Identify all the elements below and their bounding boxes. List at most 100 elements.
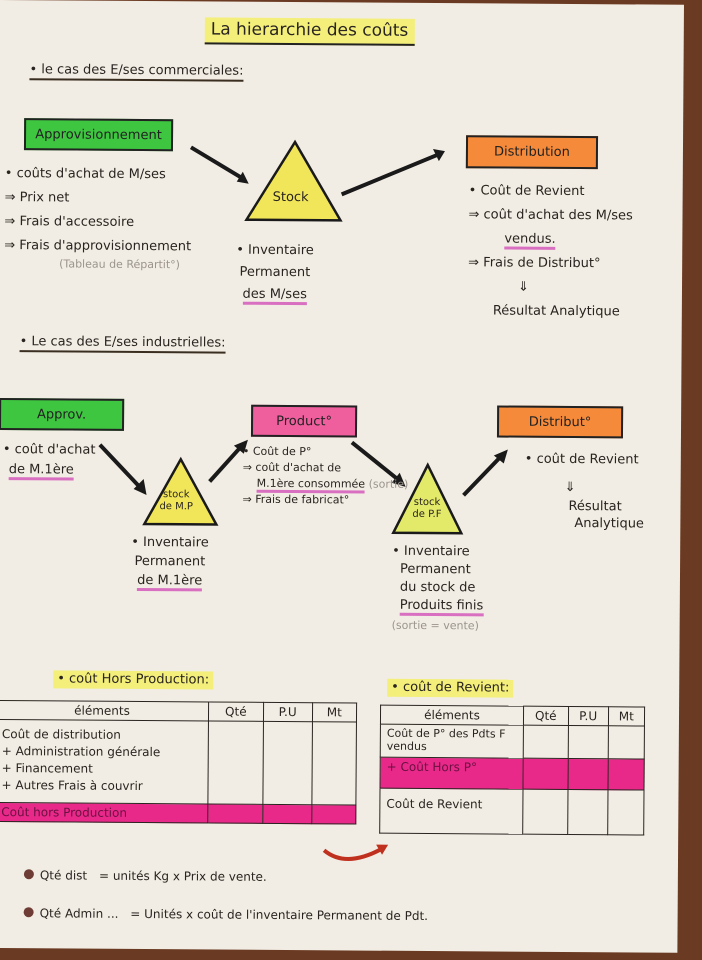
table-header: éléments Qté P.U Mt [0, 700, 357, 723]
list-item: • coût d'achat [2, 442, 96, 458]
list-item: ⇒ Frais de Distribut° [468, 255, 601, 272]
arrow-head-icon [236, 171, 249, 184]
stock-pf-label: stock de P.F [412, 497, 441, 521]
list-item: • coût de Revient [524, 451, 639, 468]
note-line: • Inventaire [392, 543, 470, 560]
arrow-icon [98, 443, 144, 491]
label-line: stock [162, 489, 190, 501]
note-line: Produits finis [399, 597, 484, 617]
empty-cell [207, 803, 263, 824]
result-line: Analytique [574, 516, 645, 532]
revient-table: éléments Qté P.U Mt Coût de P° des Pdts … [379, 705, 645, 836]
column-header: P.U [568, 706, 609, 726]
note-line: Permanent [134, 553, 206, 570]
result-label: Résultat Analytique [492, 303, 620, 320]
formula-lhs: Qté dist [39, 868, 88, 883]
arrow-icon [208, 444, 244, 483]
label-line: stock [413, 496, 441, 509]
notebook-page: La hierarchie des coûts • le cas des E/s… [0, 0, 684, 953]
formula-dist: Qté dist = unités Kg x Prix de vente. [23, 868, 267, 885]
stock-pf-triangle-icon [391, 462, 464, 535]
distribution-list: • Coût de Revient ⇒ coût d'achat des M/s… [468, 179, 633, 324]
note-line: • Inventaire [131, 534, 209, 551]
empty-cell [567, 758, 608, 790]
stock-mp-note: • Inventaire Permanent de M.1ère [131, 533, 209, 592]
distribution-list-2: • coût de Revient ⇓ Résultat Analytique [524, 450, 644, 533]
empty-cell [522, 789, 568, 835]
column-header: éléments [380, 705, 524, 726]
bullet-icon [23, 869, 34, 880]
empty-cell [607, 758, 645, 791]
stock-mp-label: stock de M.P [159, 489, 193, 513]
stock-note: • Inventaire Permanent des M/ses [236, 240, 314, 307]
approvisionnement-list: • coûts d'achat de M/ses ⇒ Prix net ⇒ Fr… [4, 162, 192, 271]
approvisionnement-box: Approvisionnement [23, 118, 174, 152]
stock-pf-note: • Inventaire Permanent du stock de Produ… [392, 543, 484, 636]
note-line: des M/ses [242, 286, 307, 306]
empty-cell [311, 721, 357, 806]
column-header: Mt [312, 702, 357, 723]
row-label: Coût hors Production [0, 802, 208, 823]
hors-production-table: éléments Qté P.U Mt Coût de distribution… [0, 700, 357, 825]
formula-rhs: = unités Kg x Prix de vente. [98, 868, 267, 884]
list-item: ⇒ Prix net [4, 190, 70, 206]
list-item: vendus. [504, 231, 556, 250]
bullet-icon [23, 907, 34, 918]
empty-cell [523, 758, 568, 790]
table-row: Coût de distribution + Administration gé… [0, 719, 357, 806]
table-total-row: Coût hors Production [0, 802, 356, 825]
column-header: éléments [0, 700, 209, 721]
arrow-head-icon [233, 439, 248, 454]
empty-cell [207, 720, 264, 805]
result-line: Résultat [568, 498, 622, 515]
table-row: Coût de Revient [379, 788, 645, 836]
list-item: • coûts d'achat de M/ses [4, 166, 166, 183]
page-title: La hierarchie des coûts [204, 17, 415, 47]
stock-label: Stock [272, 189, 309, 206]
section-commercial-heading: • le cas des E/ses commerciales: [29, 62, 244, 82]
note: (sortie) [368, 477, 409, 491]
note: (Tableau de Répartit°) [59, 257, 181, 272]
empty-cell [567, 725, 609, 759]
note: (sortie = vente) [391, 618, 479, 633]
arrow-head-icon [391, 472, 406, 487]
down-arrow-icon: ⇓ [564, 479, 576, 496]
stock-triangle-icon [244, 139, 343, 222]
arrow-head-icon [133, 479, 147, 496]
approv-box: Approv. [0, 398, 125, 431]
list-item: ⇒ coût d'achat des M/ses [468, 207, 633, 224]
down-arrow-icon: ⇓ [517, 279, 529, 295]
list-item: ⇒ Frais de fabricat° [242, 492, 350, 507]
column-header: Qté [208, 701, 264, 722]
elements-cell: Coût de distribution + Administration gé… [0, 719, 209, 804]
list-item: ⇒ coût d'achat de [242, 460, 342, 475]
note-line: de M.1ère [137, 572, 203, 592]
empty-cell [607, 725, 645, 760]
arrow-icon [462, 454, 504, 497]
table-header: éléments Qté P.U Mt [380, 705, 645, 727]
note-line: Permanent [239, 264, 311, 281]
table-row: Coût de P° des Pdts F vendus [380, 724, 645, 760]
formula-lhs: Qté Admin ... [39, 906, 119, 921]
arrow-icon [350, 440, 401, 483]
formula-rhs: = Unités x coût de l'inventaire Permanen… [130, 906, 429, 924]
row-label: + Autres Frais à couvrir [1, 778, 143, 794]
distribution-box: Distribution [465, 135, 599, 170]
empty-cell [311, 804, 356, 825]
curved-arrow-icon [322, 844, 389, 861]
empty-cell [567, 789, 608, 835]
note-line: • Inventaire [236, 242, 314, 259]
list-item: • Coût de P° [242, 444, 312, 459]
empty-cell [262, 721, 313, 805]
label-line: de M.P [159, 501, 194, 513]
arrow-icon [189, 145, 246, 182]
row-label: Coût de P° des Pdts F vendus [380, 724, 524, 759]
column-header: Qté [523, 706, 569, 726]
table-row: + Coût Hors P° [380, 757, 645, 791]
row-label: + Coût Hors P° [380, 757, 524, 790]
production-list: • Coût de P° ⇒ coût d'achat de M.1ère co… [242, 444, 408, 509]
label-line: de P.F [412, 508, 442, 521]
row-label: Coût de distribution [1, 727, 121, 742]
arrow-head-icon [493, 449, 508, 464]
approv-list: • coût d'achat de M.1ère [3, 440, 96, 481]
